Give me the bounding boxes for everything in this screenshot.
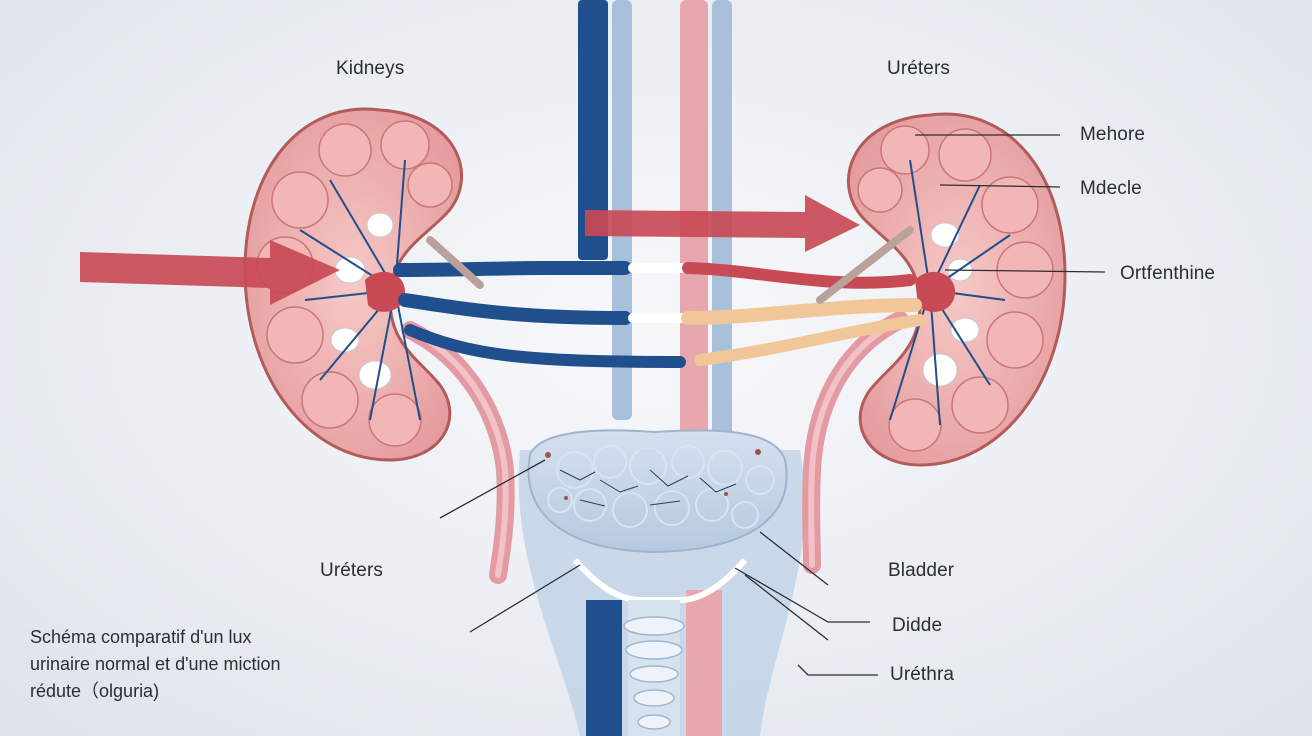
label-membrane: Mehore	[1080, 124, 1146, 145]
label-ureters-bottom: Uréters	[320, 560, 383, 581]
renal-vessels	[393, 226, 926, 368]
caption-line-1: Schéma comparatif d'un lux	[30, 627, 252, 647]
label-ortenthine: Ortfenthine	[1120, 263, 1216, 284]
flow-arrows	[80, 195, 860, 305]
figure-caption: Schéma comparatif d'un lux urinaire norm…	[30, 624, 360, 705]
label-didde: Didde	[892, 615, 943, 636]
label-ureters-top: Uréters	[887, 58, 950, 79]
caption-line-3: rédute（olguria)	[30, 681, 160, 701]
left-kidney	[243, 107, 463, 462]
caption-line-2: urinaire normal et d'une miction	[30, 654, 281, 674]
label-kidneys: Kidneys	[336, 58, 405, 79]
ureter-tubes	[401, 311, 909, 584]
label-muscle: Mdecle	[1080, 178, 1142, 199]
bladder-shape	[527, 429, 788, 554]
label-urethra: Uréthra	[890, 664, 955, 685]
right-kidney	[847, 112, 1067, 467]
label-bladder: Bladder	[888, 560, 955, 581]
lower-tract	[518, 450, 805, 736]
leader-lines	[439, 134, 1106, 676]
